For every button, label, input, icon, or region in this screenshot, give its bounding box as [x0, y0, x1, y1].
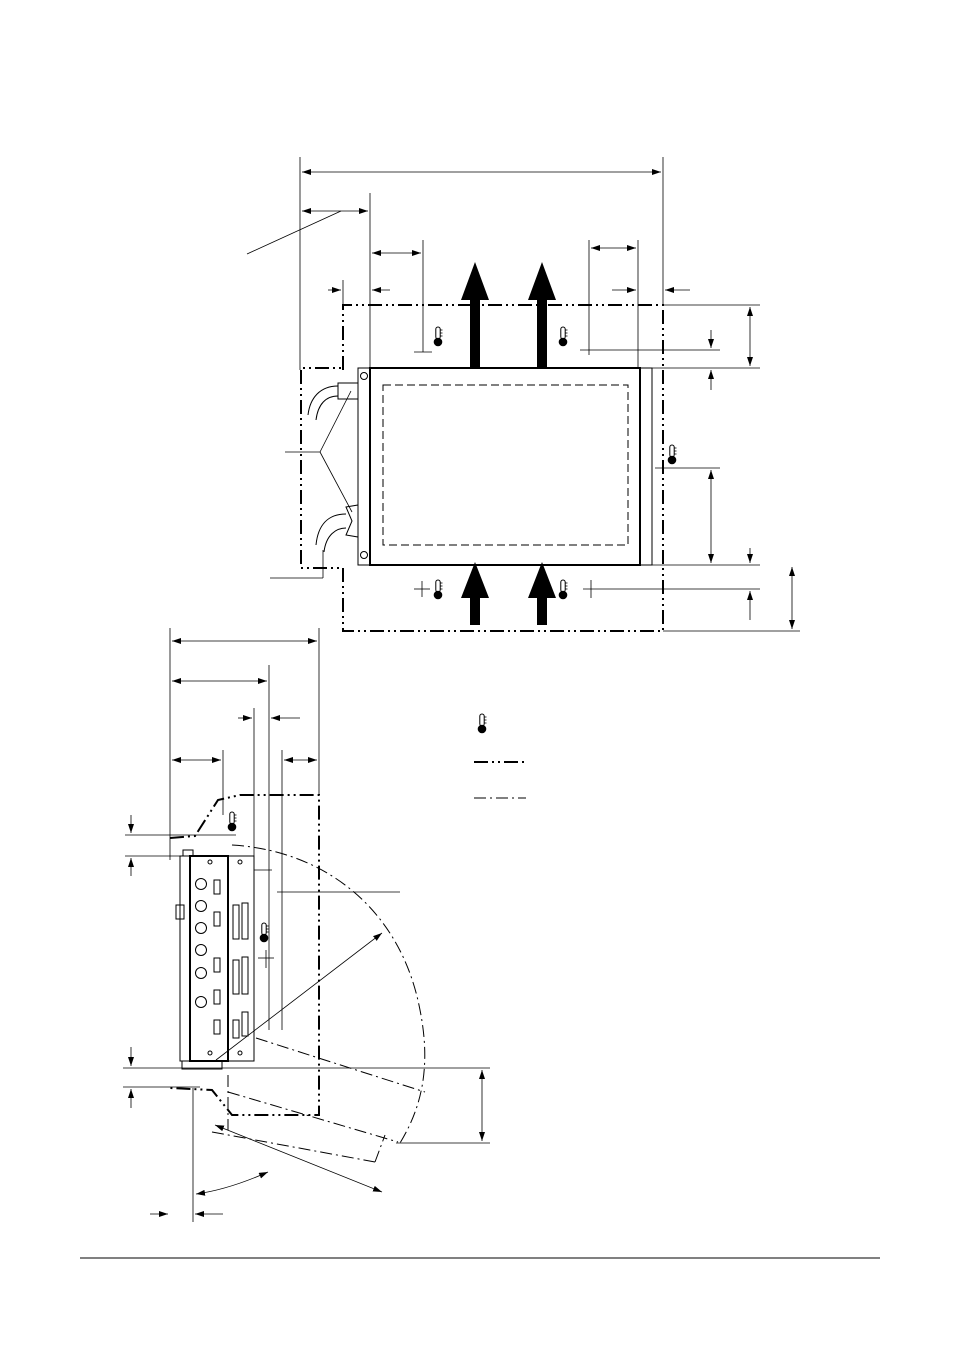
bottom-gap-dimension	[150, 1088, 223, 1222]
side-depth-dimension	[172, 665, 270, 1030]
thermometer-icon	[667, 444, 677, 465]
airflow-out-arrows	[461, 262, 556, 367]
legend	[474, 713, 526, 799]
clearance-boundary-side	[169, 794, 320, 1116]
device-body-top	[270, 367, 653, 579]
device-body-side	[175, 849, 400, 1070]
thermometer-icon	[477, 713, 487, 734]
side-view	[123, 628, 490, 1222]
airflow-in-arrows	[461, 562, 556, 625]
thermometer-icon	[433, 326, 443, 347]
swing-clearance-dimension	[396, 1070, 490, 1144]
clearance-boundary-top	[300, 304, 664, 632]
thermometer-icon	[558, 326, 568, 347]
left-offset-dimension	[246, 193, 371, 368]
top-view	[246, 157, 800, 632]
bottom-clearance-dimension	[600, 548, 800, 632]
rotation-angle	[195, 1124, 383, 1196]
side-thermo-dimension	[172, 750, 317, 1030]
side-top-offset-dimension	[125, 815, 236, 876]
side-bottom-offset-dimension	[123, 1047, 490, 1108]
top-clearance-dimension	[652, 304, 760, 390]
right-thermo-dimension	[652, 467, 760, 566]
thermo-left-dimension	[372, 240, 432, 353]
thermometer-icon	[433, 579, 443, 600]
measurement-point-markers	[414, 580, 600, 598]
left-gap-dimension	[328, 280, 390, 305]
thermometer-icon	[558, 579, 568, 600]
door-swing-arc	[231, 844, 426, 1144]
thermometer-icon	[259, 922, 269, 943]
thermometer-icon	[227, 811, 237, 832]
overall-width-dimension	[299, 157, 664, 370]
side-overall-dimension	[169, 628, 320, 860]
measurement-point-marker	[258, 950, 274, 968]
